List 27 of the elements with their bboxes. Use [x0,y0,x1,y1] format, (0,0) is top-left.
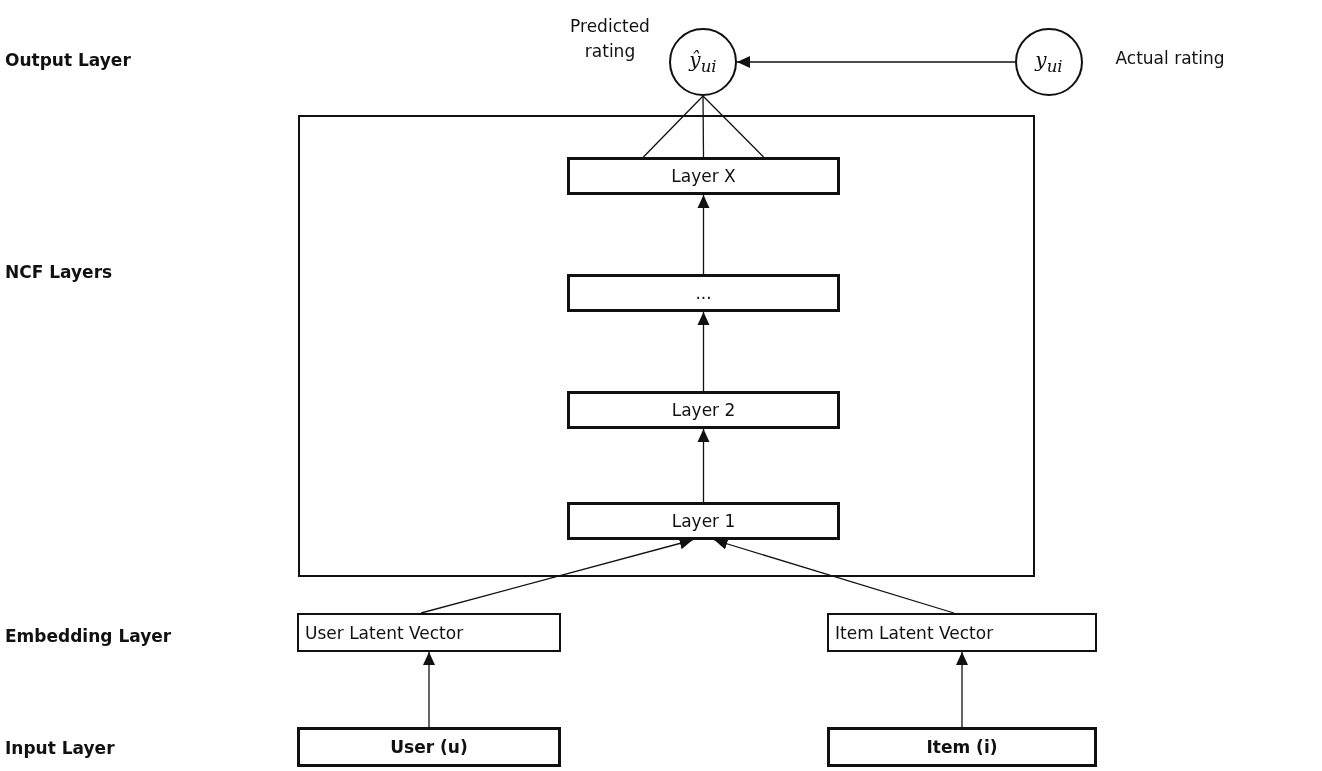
arrow [736,56,1016,68]
input-box: User (u) [297,727,561,767]
output-circle: ŷ$_{ui}$ [669,28,737,96]
layer-box: Layer 1 [567,502,840,540]
layer-label: Output Layer [5,50,131,70]
input-box: Item (i) [827,727,1097,767]
arrow [697,194,710,275]
layer-label: Embedding Layer [5,626,172,646]
ncf-layers-frame [298,115,1035,577]
embedding-box: User Latent Vector [297,613,561,652]
layer-label: Input Layer [5,738,115,758]
node-caption: Predicted rating [569,15,651,63]
arrow [697,311,710,392]
arrow [423,651,435,728]
arrow [713,538,955,614]
node-caption: Actual rating [1114,47,1226,70]
embedding-box: Item Latent Vector [827,613,1097,652]
layer-label: NCF Layers [5,262,113,282]
layer-box: Layer X [567,157,840,195]
connector-line [702,95,705,158]
connector-line [642,95,704,158]
arrow [956,651,968,728]
layer-box: Layer 2 [567,391,840,429]
output-circle: y$_{ui}$ [1015,28,1083,96]
arrow [697,428,710,503]
layer-box: ... [567,274,840,312]
connector-line [702,95,765,158]
